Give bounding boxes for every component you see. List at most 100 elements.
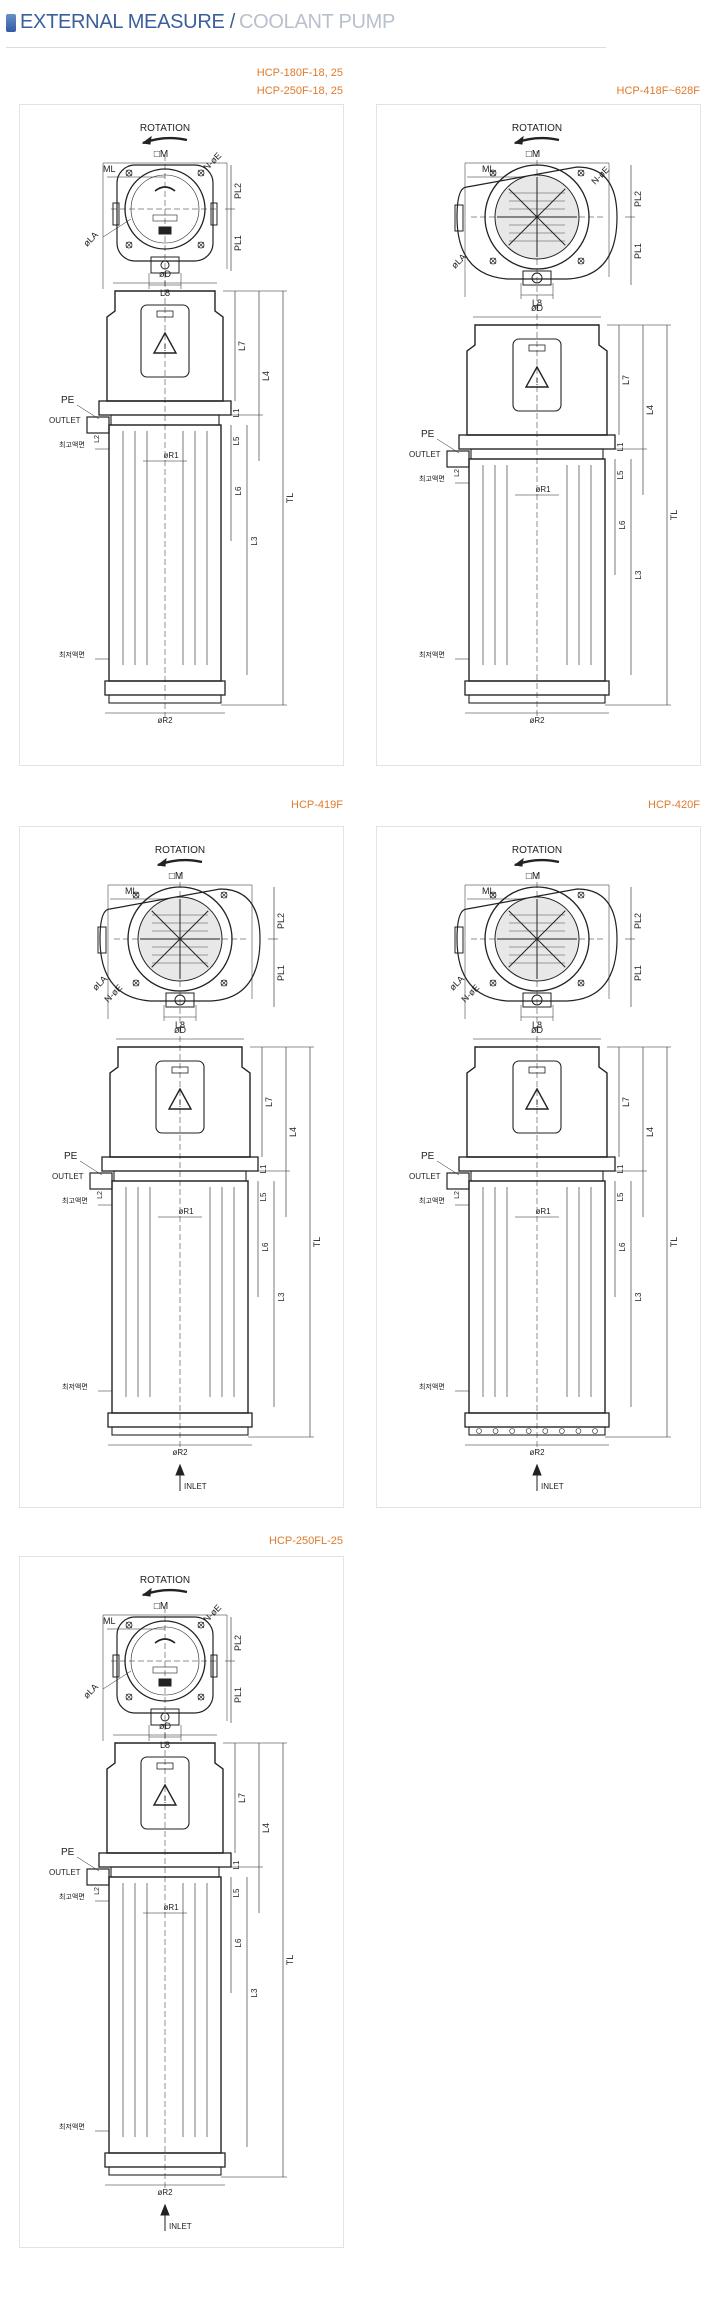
terminal-tab bbox=[210, 1654, 218, 1678]
header-divider bbox=[6, 47, 606, 48]
strainer-hole bbox=[509, 1428, 515, 1434]
label-l2: L2 bbox=[97, 1191, 104, 1199]
label-min-level: 최저액면 bbox=[59, 650, 85, 659]
label-l7: L7 bbox=[264, 1097, 274, 1107]
label-pe: PE bbox=[64, 1151, 78, 1162]
nameplate-frame bbox=[155, 1060, 205, 1134]
label-ml: ML bbox=[103, 164, 116, 174]
label-l1: L1 bbox=[232, 1860, 241, 1869]
rotation-arrowhead-icon bbox=[513, 135, 524, 145]
label-l5: L5 bbox=[232, 1888, 241, 1897]
nameplate-frame bbox=[140, 1756, 190, 1830]
label-outlet: OUTLET bbox=[409, 1172, 441, 1181]
label-la: øLA bbox=[81, 1682, 100, 1701]
grille-rib bbox=[508, 938, 538, 968]
bolt-hole-cross bbox=[197, 241, 205, 249]
label-r2: øR2 bbox=[157, 2188, 173, 2197]
bolt-hole-cross bbox=[489, 891, 497, 899]
bolt-hole bbox=[489, 169, 497, 177]
label-square-m: □M bbox=[154, 1601, 168, 1612]
drawing-panel-1: ROTATION□MMLN-øEøLAPL2PL1L8øD!L7L4TLL1L5… bbox=[19, 104, 344, 766]
inlet-arrowhead-icon bbox=[175, 1463, 185, 1476]
label-l1: L1 bbox=[259, 1164, 268, 1173]
bolt-hole bbox=[577, 257, 585, 265]
rotation-arrowhead-icon bbox=[513, 857, 524, 867]
label-max-level: 최고액면 bbox=[62, 1196, 88, 1205]
label-pe: PE bbox=[61, 1847, 75, 1858]
bolt-hole-cross bbox=[197, 1621, 205, 1629]
label-max-level: 최고액면 bbox=[419, 474, 445, 483]
label-outlet: OUTLET bbox=[49, 1868, 81, 1877]
label-n-e: N-øE bbox=[201, 1602, 223, 1624]
grille-rib bbox=[508, 188, 538, 218]
bolt-hole-cross bbox=[577, 257, 585, 265]
label-min-level: 최저액면 bbox=[62, 1382, 88, 1391]
leader-line bbox=[436, 438, 460, 454]
bolt-hole-cross bbox=[125, 169, 133, 177]
label-l5: L5 bbox=[259, 1192, 268, 1201]
strainer-hole bbox=[525, 1428, 532, 1434]
label-l4: L4 bbox=[261, 371, 271, 381]
bolt-hole-cross bbox=[132, 979, 140, 987]
label-l3: L3 bbox=[250, 1988, 259, 1997]
model-name: HCP-180F-18, 25 bbox=[256, 67, 343, 79]
model-label-2: HCP-418F~628F bbox=[500, 82, 700, 100]
label-pl1: PL1 bbox=[233, 235, 243, 251]
label-r2: øR2 bbox=[529, 716, 545, 725]
bolt-hole-cross bbox=[220, 891, 228, 899]
label-l7: L7 bbox=[621, 1097, 631, 1107]
label-l2: L2 bbox=[454, 469, 461, 477]
label-min-level: 최저액면 bbox=[419, 1382, 445, 1391]
label-l4: L4 bbox=[645, 405, 655, 415]
page-subtitle: COOLANT PUMP bbox=[239, 11, 396, 33]
drawing-panel-4: ROTATION□MMLøLAN-øEPL2PL1L8øD!L7L4TLL1L5… bbox=[376, 826, 701, 1508]
label-l3: L3 bbox=[277, 1292, 286, 1301]
grille-rib bbox=[536, 216, 566, 246]
bolt-hole-cross bbox=[489, 257, 497, 265]
label-r1: øR1 bbox=[178, 1207, 194, 1216]
label-tl: TL bbox=[285, 1955, 295, 1966]
label-min-level: 최저액면 bbox=[419, 650, 445, 659]
bolt-hole bbox=[197, 1693, 205, 1701]
label-la: øLA bbox=[81, 230, 100, 249]
label-l7: L7 bbox=[237, 341, 247, 351]
label-min-level: 최저액면 bbox=[59, 2122, 85, 2131]
model-label-1: HCP-180F-18, 25 HCP-250F-18, 25 bbox=[143, 64, 343, 100]
label-pl2: PL2 bbox=[633, 913, 643, 929]
label-la: øLA bbox=[447, 974, 466, 993]
bolt-hole bbox=[577, 169, 585, 177]
bolt-hole bbox=[489, 979, 497, 987]
label-tl: TL bbox=[669, 1237, 679, 1248]
bolt-hole bbox=[577, 979, 585, 987]
label-l3: L3 bbox=[250, 536, 259, 545]
drawing-panel-2: ROTATION□MMLN-øEøLAPL2PL1L8øD!L7L4TLL1L5… bbox=[376, 104, 701, 766]
label-pl2: PL2 bbox=[233, 183, 243, 199]
leader-line bbox=[79, 1160, 103, 1176]
label-l4: L4 bbox=[288, 1127, 298, 1137]
drawing-panel-3: ROTATION□MMLøLAN-øEPL2PL1L8øD!L7L4TLL1L5… bbox=[19, 826, 344, 1508]
bolt-hole bbox=[197, 169, 205, 177]
label-r1: øR1 bbox=[535, 1207, 551, 1216]
outlet-pipe bbox=[446, 1172, 470, 1190]
grille-rib bbox=[151, 938, 181, 968]
bolt-hole bbox=[125, 241, 133, 249]
label-ml: ML bbox=[482, 164, 495, 174]
bolt-hole bbox=[577, 891, 585, 899]
leader-line bbox=[102, 1670, 132, 1690]
bolt-hole-cross bbox=[125, 241, 133, 249]
label-r2: øR2 bbox=[157, 716, 173, 725]
label-tl: TL bbox=[312, 1237, 322, 1248]
grille-rib bbox=[536, 910, 566, 940]
label-tl: TL bbox=[669, 510, 679, 521]
terminal-tab bbox=[112, 202, 120, 226]
label-inlet: INLET bbox=[541, 1482, 564, 1491]
label-l3: L3 bbox=[634, 1292, 643, 1301]
bolt-hole-cross bbox=[125, 1621, 133, 1629]
grille-rib bbox=[508, 216, 538, 246]
grille-rib bbox=[536, 188, 566, 218]
label-square-m: □M bbox=[154, 149, 168, 160]
pump-drawing: ROTATION□MMLøLAN-øEPL2PL1L8øD!L7L4TLL1L5… bbox=[409, 845, 679, 1491]
terminal-tab bbox=[454, 926, 464, 954]
motor-housing-outline bbox=[456, 888, 618, 1002]
label-l6: L6 bbox=[234, 1938, 243, 1947]
